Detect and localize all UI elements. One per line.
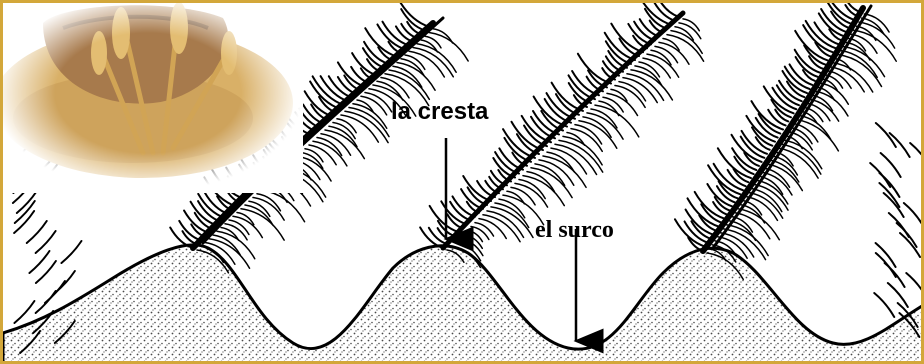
ridge-label: la cresta (391, 100, 488, 124)
wheat-sack-icon (3, 3, 303, 193)
ridge-furrow-diagram (3, 3, 924, 364)
furrow-label: el surco (535, 218, 614, 242)
